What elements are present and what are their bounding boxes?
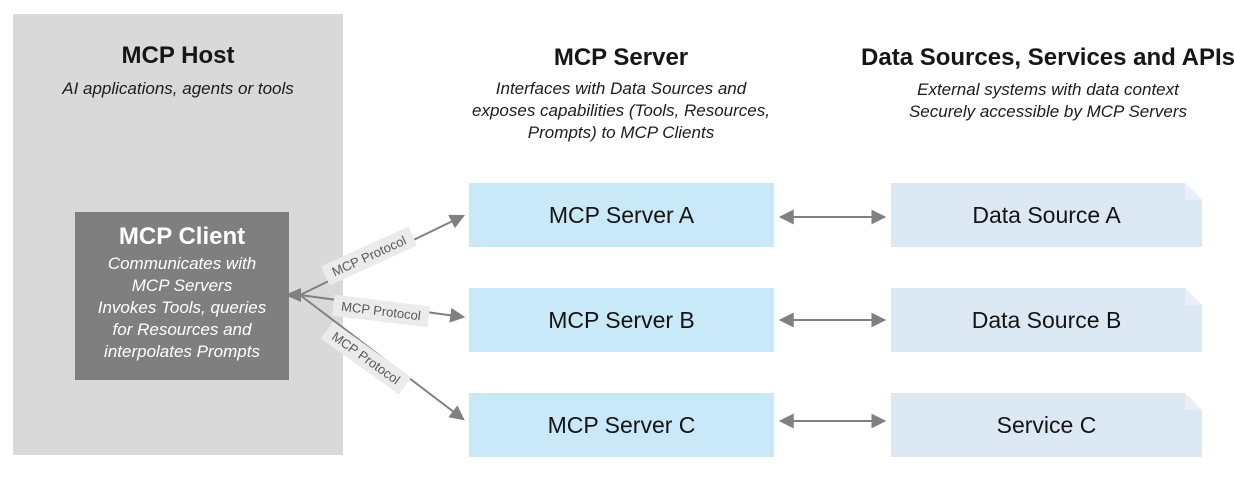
service-c-box: Service C bbox=[891, 393, 1202, 457]
data-source-a-box: Data Source A bbox=[891, 183, 1202, 247]
mcp-client-title: MCP Client bbox=[118, 223, 246, 250]
client-desc-line: for Resources and bbox=[112, 320, 252, 340]
client-desc-line: Communicates with bbox=[107, 254, 257, 273]
host-title: MCP Host bbox=[121, 42, 235, 69]
client-desc-line: MCP Servers bbox=[131, 276, 233, 296]
server-column-title: MCP Server bbox=[553, 44, 689, 71]
mcp-protocol-label-b: MCP Protocol bbox=[332, 294, 430, 328]
client-desc-line: interpolates Prompts bbox=[104, 342, 260, 362]
server-subtitle-line: Interfaces with Data Sources and bbox=[495, 79, 747, 98]
sources-subtitle-line: Securely accessible by MCP Servers bbox=[908, 102, 1188, 122]
server-subtitle-line: Prompts) to MCP Clients bbox=[527, 123, 715, 143]
server-subtitle-line: exposes capabilities (Tools, Resources, bbox=[472, 101, 770, 121]
mcp-server-c-box: MCP Server C bbox=[469, 393, 774, 457]
mcp-server-b-box: MCP Server B bbox=[469, 288, 774, 352]
server-column-subtitle: Interfaces with Data Sources and exposes… bbox=[446, 78, 796, 144]
data-source-b-box: Data Source B bbox=[891, 288, 1202, 352]
mcp-server-a-box: MCP Server A bbox=[469, 183, 774, 247]
host-subtitle: AI applications, agents or tools bbox=[62, 79, 294, 98]
sources-column-title: Data Sources, Services and APIs bbox=[861, 44, 1235, 71]
sources-subtitle-line: External systems with data context bbox=[917, 80, 1179, 99]
client-desc-line: Invokes Tools, queries bbox=[97, 298, 267, 318]
sources-column-subtitle: External systems with data context Secur… bbox=[861, 79, 1235, 123]
mcp-client-description: Communicates with MCP Servers Invokes To… bbox=[83, 253, 281, 363]
mcp-client-box: MCP Client Communicates with MCP Servers… bbox=[75, 212, 289, 380]
